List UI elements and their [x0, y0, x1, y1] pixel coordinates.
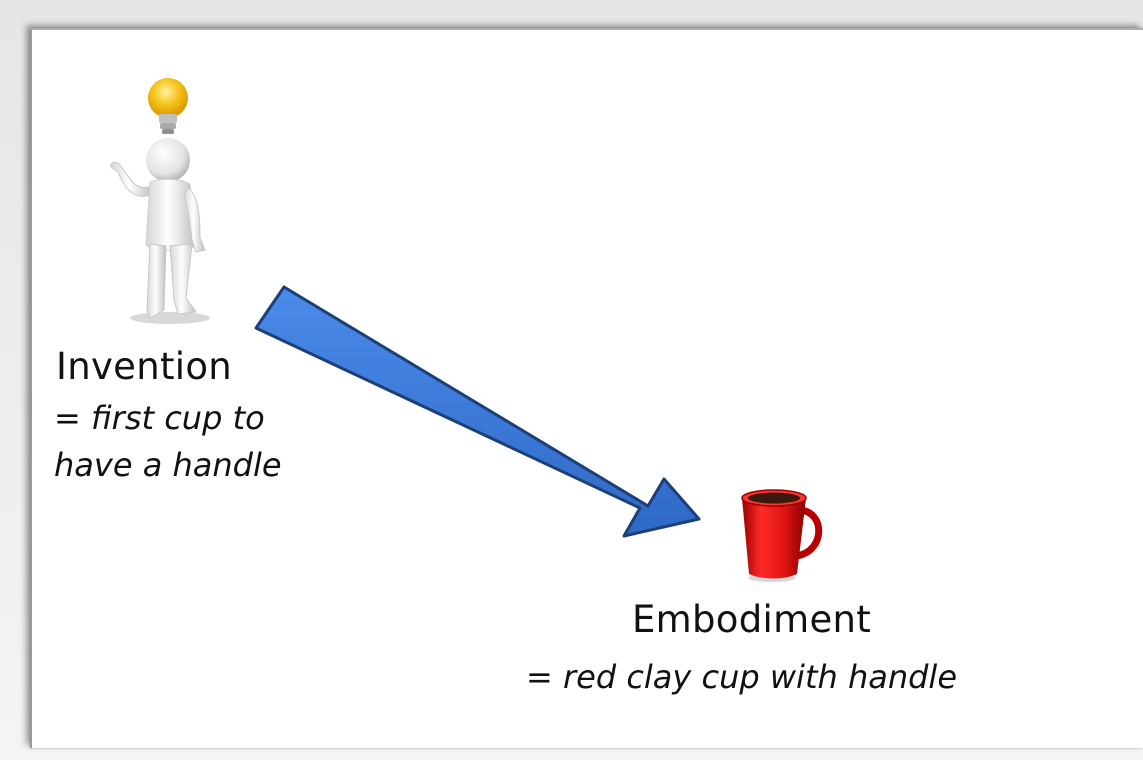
invention-note-line-2: have a handle: [54, 446, 282, 484]
embodiment-title: Embodiment: [632, 598, 872, 641]
invention-note-line-1: = first cup to: [54, 399, 265, 437]
red-cup-icon: [741, 489, 823, 582]
person-with-lightbulb-icon: [110, 78, 210, 324]
slide-canvas: [30, 28, 1143, 748]
invention-note: = first cup to have a handle: [54, 395, 282, 489]
invention-title: Invention: [56, 345, 233, 388]
arrow-icon: [254, 285, 701, 538]
embodiment-note: = red clay cup with handle: [526, 658, 957, 696]
